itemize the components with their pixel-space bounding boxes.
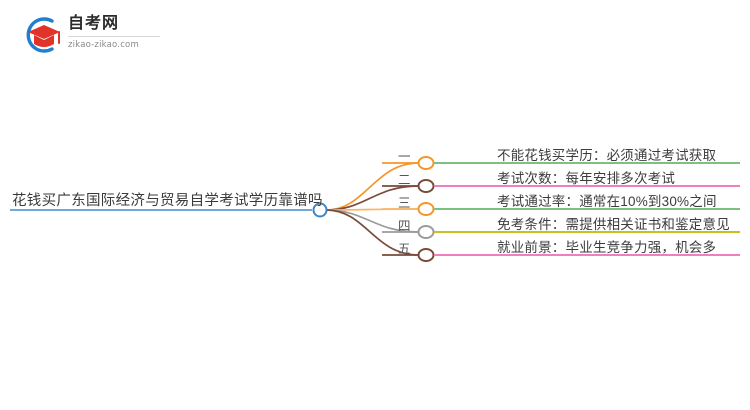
brand-text-block: 自考网 zikao-zikao.com xyxy=(68,14,164,56)
branch-number-2: 二 xyxy=(398,173,411,187)
branch-curve-5 xyxy=(325,209,420,256)
branch-curve-1 xyxy=(325,162,420,211)
branch-text-2: 考试次数：每年安排多次考试 xyxy=(497,171,676,186)
branch-number-5: 五 xyxy=(398,242,411,256)
branch-number-4: 四 xyxy=(398,219,411,233)
brand-url: zikao-zikao.com xyxy=(68,40,139,50)
branch-node-4 xyxy=(417,225,435,239)
branch-node-1 xyxy=(417,156,435,170)
branch-node-2 xyxy=(417,179,435,193)
branch-text-1: 不能花钱买学历：必须通过考试获取 xyxy=(497,148,717,163)
branch-number-1: 一 xyxy=(398,150,411,164)
branch-node-5 xyxy=(417,248,435,262)
brand-header: 自考网 zikao-zikao.com xyxy=(0,0,170,70)
branch-number-3: 三 xyxy=(398,196,411,210)
branch-node-3 xyxy=(417,202,435,216)
graduation-cap-logo-icon xyxy=(22,14,66,56)
brand-name: 自考网 xyxy=(68,15,120,32)
root-node xyxy=(312,202,328,218)
branch-text-4: 免考条件：需提供相关证书和鉴定意见 xyxy=(497,217,730,232)
branch-text-3: 考试通过率：通常在10%到30%之间 xyxy=(497,194,717,209)
branch-text-5: 就业前景：毕业生竞争力强，机会多 xyxy=(497,240,717,255)
root-topic-label: 花钱买广东国际经济与贸易自学考试学历靠谱吗 xyxy=(12,193,323,209)
brand-divider xyxy=(68,36,160,37)
